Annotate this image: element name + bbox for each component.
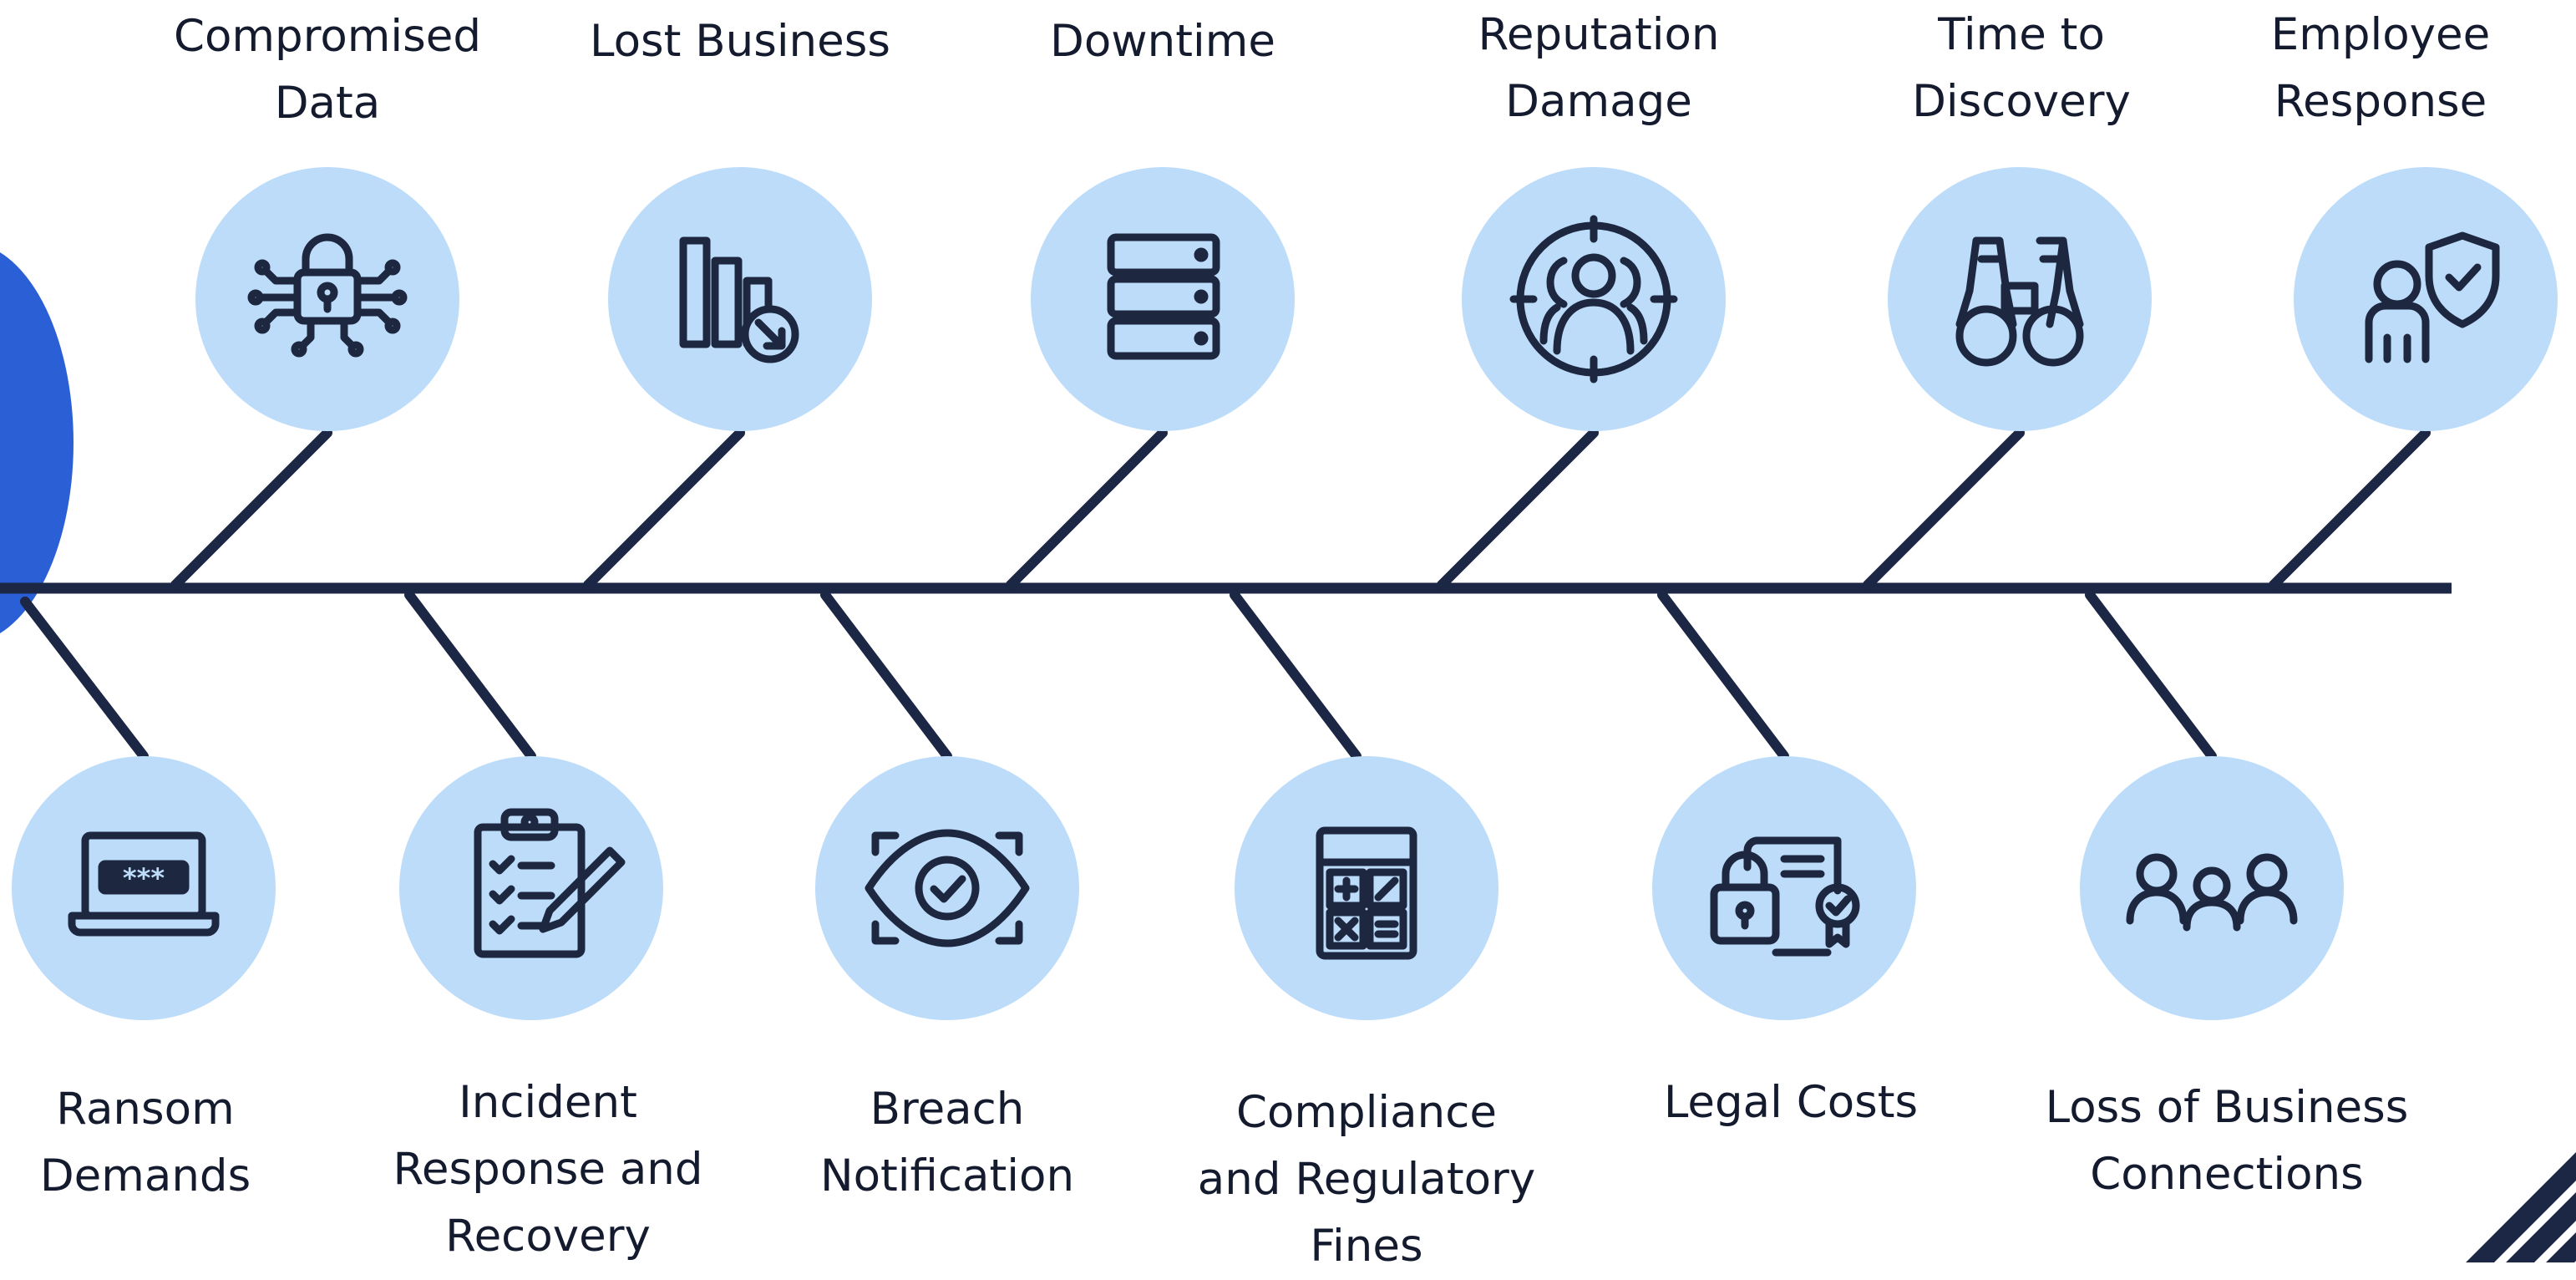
svg-text:***: ***: [123, 862, 165, 894]
label-line: Reputation: [1478, 9, 1720, 60]
eye-check-icon: [865, 829, 1030, 947]
node-reputation-damage: [1462, 167, 1726, 431]
node-compromised-data: [195, 167, 459, 431]
branch-line-compliance-fines: [1230, 590, 1362, 761]
lock-circuit-icon: [247, 233, 408, 358]
label-line: Incident: [459, 1077, 637, 1128]
label-line: Compromised: [174, 11, 481, 62]
label-line: Downtime: [1050, 16, 1275, 67]
label-line: Loss of Business: [2045, 1082, 2409, 1133]
label-time-to-discovery: Time to Discovery: [1838, 2, 2205, 135]
accent-blue-shape: [0, 252, 74, 633]
label-line: Data: [274, 78, 381, 129]
bottom-branch-lines: [20, 590, 2217, 761]
branch-line-legal-costs: [1657, 590, 1789, 761]
label-compromised-data: Compromised Data: [144, 3, 511, 137]
label-line: Fines: [1310, 1221, 1423, 1272]
label-line: Compliance: [1236, 1087, 1497, 1138]
branch-line-reputation-damage: [1437, 428, 1599, 590]
binoculars-icon: [1955, 236, 2084, 367]
decorative-stripes: [2466, 1152, 2576, 1262]
top-branch-lines: [170, 428, 2431, 590]
label-line: Ransom: [56, 1084, 235, 1135]
node-time-to-discovery: [1888, 167, 2152, 431]
label-line: Response and: [393, 1144, 703, 1195]
branch-line-compromised-data: [170, 428, 332, 590]
label-line: Damage: [1505, 76, 1692, 127]
node-ransom-demands: ***: [12, 756, 276, 1020]
node-legal-costs: [1652, 756, 1916, 1020]
label-line: Breach: [870, 1084, 1025, 1135]
declining-bar-chart-icon: [679, 236, 799, 363]
branch-line-ransom-demands: [20, 597, 149, 761]
node-breach-notification: [815, 756, 1079, 1020]
branch-line-breach-notification: [820, 590, 952, 761]
label-line: Demands: [39, 1150, 251, 1201]
person-shield-icon: [2365, 231, 2500, 363]
label-line: Connections: [2090, 1149, 2364, 1200]
label-employee-response: Employee Response: [2197, 2, 2564, 135]
node-compliance-fines: [1235, 756, 1498, 1020]
clipboard-checklist-pen-icon: [474, 808, 626, 958]
node-lost-business: [608, 167, 872, 431]
label-line: Legal Costs: [1663, 1077, 1919, 1128]
label-legal-costs: Legal Costs: [1607, 1069, 1975, 1136]
branch-line-downtime: [1006, 428, 1168, 590]
node-employee-response: [2294, 167, 2558, 431]
label-incident-response-recovery: Incident Response and Recovery: [364, 1069, 732, 1270]
label-line: Recovery: [445, 1211, 651, 1262]
people-group-icon: [2126, 853, 2298, 932]
calculator-icon: [1316, 826, 1417, 960]
label-lost-business: Lost Business: [556, 8, 924, 75]
label-line: Response: [2274, 76, 2487, 127]
node-loss-of-business-connections: [2080, 756, 2344, 1020]
node-downtime: [1031, 167, 1295, 431]
label-breach-notification: Breach Notification: [763, 1076, 1131, 1210]
label-loss-of-business-connections: Loss of Business Connections: [2043, 1074, 2411, 1208]
label-line: and Regulatory: [1197, 1154, 1536, 1205]
laptop-password-icon: ***: [68, 831, 220, 937]
label-line: Time to: [1938, 9, 2105, 60]
label-ransom-demands: Ransom Demands: [0, 1076, 329, 1210]
label-reputation-damage: Reputation Damage: [1415, 2, 1782, 135]
label-downtime: Downtime: [979, 8, 1346, 75]
label-line: Lost Business: [590, 16, 890, 67]
branch-line-incident-response: [404, 590, 536, 761]
label-line: Notification: [819, 1150, 1075, 1201]
branch-line-employee-response: [2269, 428, 2431, 590]
branch-line-loss-of-connections: [2085, 590, 2217, 761]
node-incident-response-recovery: [399, 756, 663, 1020]
branch-line-lost-business: [583, 428, 745, 590]
label-compliance-fines: Compliance and Regulatory Fines: [1183, 1079, 1550, 1280]
branch-line-time-to-discovery: [1863, 428, 2025, 590]
legal-document-lock-icon: [1710, 836, 1860, 957]
label-line: Discovery: [1912, 76, 2131, 127]
label-line: Employee: [2270, 9, 2491, 60]
server-rack-icon: [1107, 233, 1220, 360]
crosshair-people-icon: [1509, 215, 1678, 383]
